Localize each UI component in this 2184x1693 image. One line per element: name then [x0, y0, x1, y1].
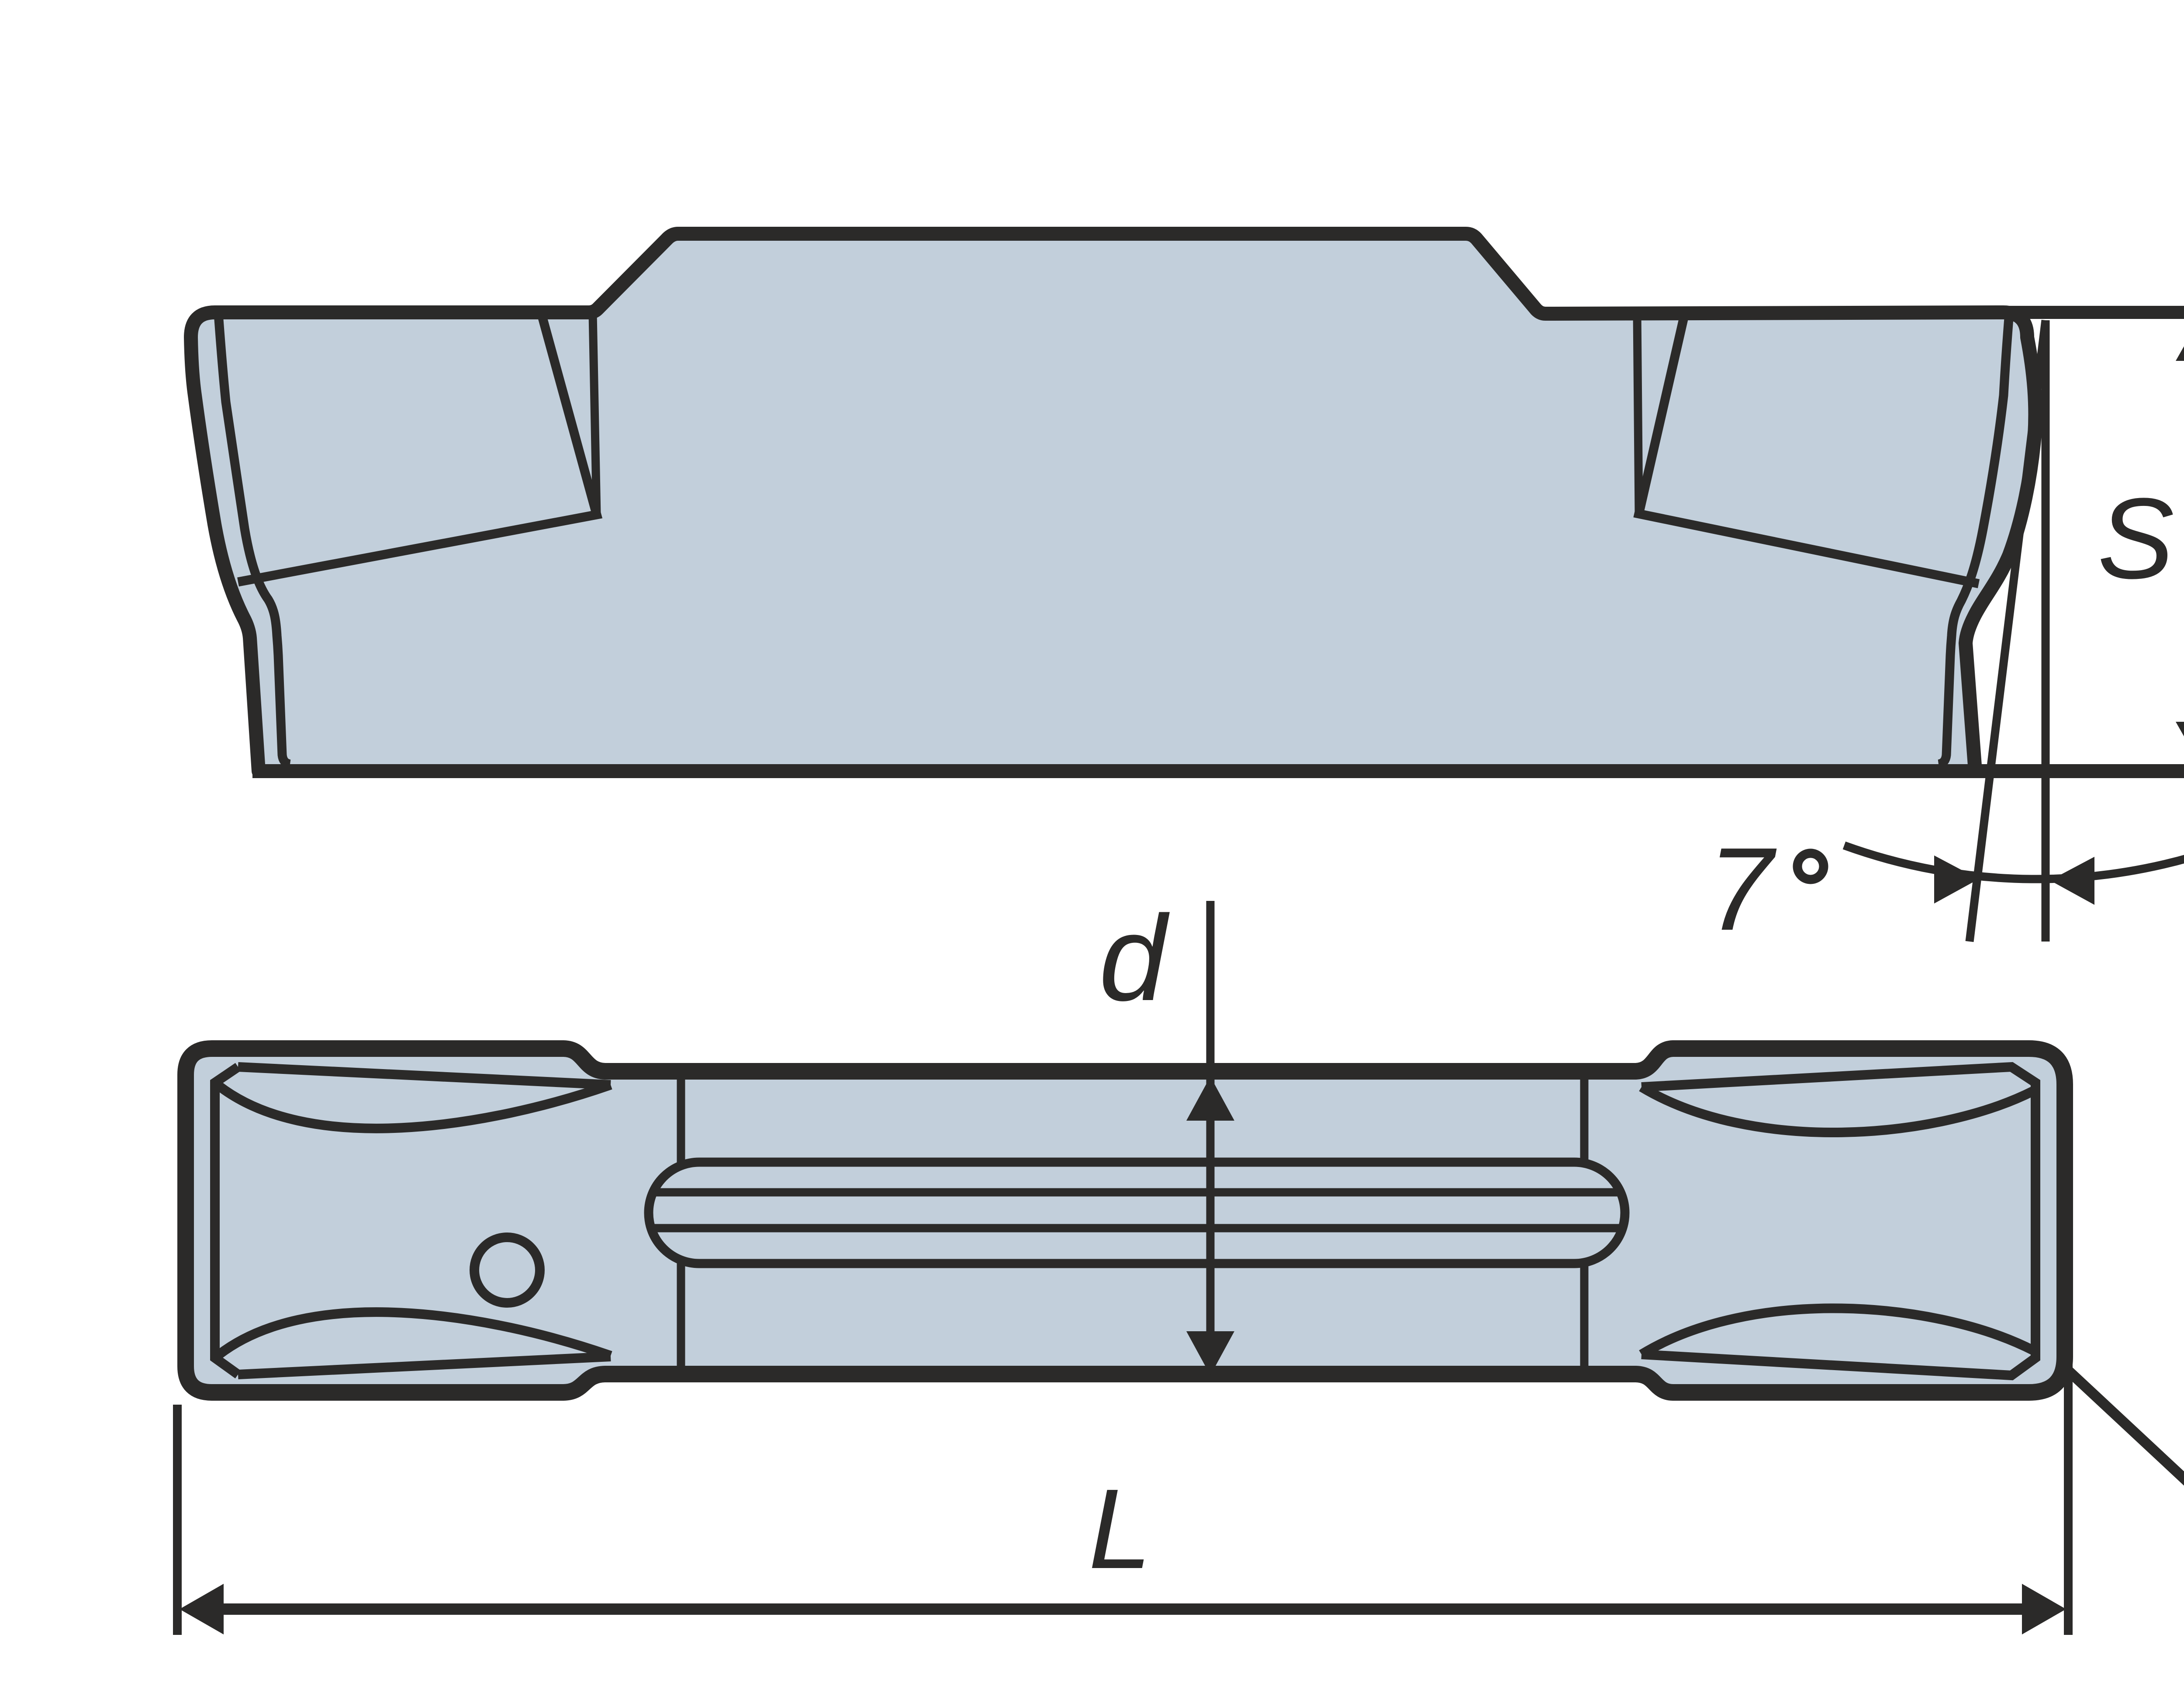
svg-text:S: S [2098, 474, 2174, 602]
svg-text:7: 7 [1707, 824, 1777, 955]
svg-text:d: d [1099, 890, 1171, 1026]
svg-text:L: L [1089, 1466, 1152, 1593]
